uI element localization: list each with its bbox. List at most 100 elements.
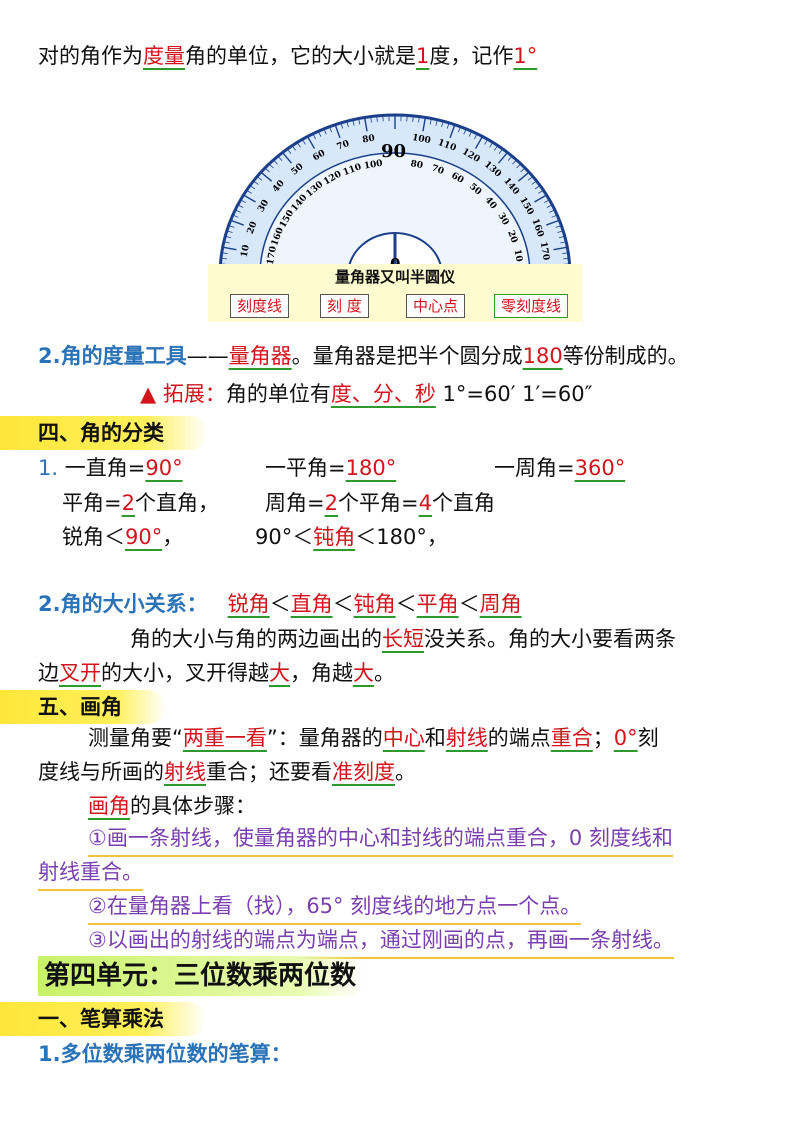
scale-tick	[312, 133, 317, 140]
item-number: 1.	[38, 456, 59, 480]
scale-tick	[512, 159, 517, 165]
scale-tick	[317, 131, 322, 137]
scale-tick	[560, 241, 567, 244]
scale-tick	[260, 171, 273, 182]
scale-tick	[516, 163, 522, 169]
intro-line: 对的角作为度量角的单位，它的大小就是1度，记作1°	[38, 40, 537, 72]
scale-tick	[446, 122, 450, 129]
scale-tick	[286, 148, 292, 154]
steps-intro: 画角的具体步骤：	[88, 790, 256, 822]
keyword: 量角器	[228, 344, 292, 368]
keyword: 大	[353, 661, 374, 685]
scale-tick	[352, 119, 355, 126]
text: ，	[162, 525, 184, 549]
outer-scale-label: 70	[336, 139, 351, 153]
text: 的端点	[487, 726, 551, 750]
classify-line-3: 锐角＜90°，	[62, 521, 183, 553]
keyword: 画角	[88, 794, 130, 818]
text: 。	[395, 760, 416, 784]
tag-zero-line: 零刻度线	[494, 294, 569, 318]
scale-tick	[232, 214, 239, 218]
text: 个直角	[431, 491, 495, 515]
tag-center-point: 中心点	[406, 294, 466, 318]
keyword: 中心	[382, 726, 425, 750]
center-label-90: 90	[381, 141, 406, 162]
unit-title: 第四单元：三位数乘两位数	[38, 956, 363, 996]
keyword: 360°	[574, 456, 626, 480]
text: ”：量角器的	[266, 726, 383, 750]
text: 。量角器是把半个圆分成	[291, 344, 523, 368]
scale-tick	[223, 241, 230, 244]
text: ＜	[458, 592, 480, 616]
scale-tick	[517, 171, 530, 182]
scale-tick	[449, 124, 456, 139]
keyword: 直角	[290, 592, 333, 616]
keyword: 钝角	[353, 592, 396, 616]
text: 个平角=	[337, 491, 419, 515]
keyword: 射线	[445, 726, 488, 750]
scale-tick	[498, 148, 504, 154]
scale-tick	[277, 155, 283, 161]
scale-tick	[546, 204, 553, 208]
scale-tick	[296, 142, 301, 148]
keyword: 两重一看	[182, 726, 267, 750]
text: ，角越	[290, 661, 353, 685]
text: ；	[592, 726, 614, 750]
scale-tick	[555, 225, 562, 228]
text: 周角=	[265, 491, 325, 515]
scale-tick	[376, 115, 378, 122]
keyword: 90°	[125, 525, 163, 549]
keyword: 0°	[613, 726, 638, 750]
section-heading: 2.角的度量工具	[38, 344, 187, 368]
text: 90°＜	[255, 525, 314, 549]
scale-tick	[306, 136, 316, 149]
scale-tick	[273, 159, 278, 165]
tag-scale: 刻 度	[320, 294, 369, 318]
scale-tick	[363, 117, 368, 132]
outer-scale-label: 10	[240, 244, 252, 258]
text: ＜	[332, 592, 354, 616]
text: ＜180°，	[355, 525, 448, 549]
scale-tick	[281, 151, 293, 164]
keyword: 周角	[479, 592, 522, 616]
scale-tick	[441, 121, 444, 128]
keyword: 180	[522, 344, 563, 368]
classify-straight: 一平角=180°	[265, 452, 396, 484]
keyword: 度、分、秒	[330, 382, 436, 406]
scale-tick	[544, 199, 550, 204]
text: ＜	[269, 592, 291, 616]
scale-tick	[546, 219, 560, 226]
text: 一平角=	[265, 456, 346, 480]
scale-tick	[246, 189, 252, 194]
scale-tick	[534, 194, 547, 203]
text: 角的大小与角的两边画出的	[130, 627, 382, 651]
heading-written-multiplication: 一、笔算乘法	[0, 1002, 206, 1036]
keyword: 射线	[164, 760, 206, 784]
keyword: 90°	[145, 456, 183, 480]
text: ＜	[395, 592, 417, 616]
paragraph-line-1: 角的大小与角的两边画出的长短没关系。角的大小要看两条	[130, 623, 676, 655]
scale-tick	[507, 155, 513, 161]
section-heading: 1.多位数乘两位数的笔算：	[38, 1042, 292, 1066]
scale-tick	[329, 126, 333, 133]
scale-tick	[264, 167, 270, 173]
outer-scale-label: 20	[246, 220, 260, 235]
keyword: 准刻度	[332, 760, 395, 784]
scale-tick	[243, 194, 256, 203]
size-relation-line: 2.角的大小关系： 锐角＜直角＜钝角＜平角＜周角	[38, 588, 522, 620]
scale-tick	[534, 185, 541, 190]
scale-tick	[253, 180, 259, 185]
scale-tick	[237, 204, 244, 208]
keyword: 锐角	[227, 592, 270, 616]
text: 测量角要“	[88, 726, 183, 750]
scale-tick	[473, 133, 478, 140]
scale-tick	[334, 124, 341, 139]
tag-scale-line: 刻度线	[230, 294, 290, 318]
scale-tick	[228, 225, 235, 228]
scale-tick	[457, 126, 461, 133]
classify-line-2: 平角=2个直角，	[62, 487, 219, 519]
scale-tick	[301, 139, 306, 145]
scale-tick	[484, 139, 489, 145]
scale-tick	[531, 180, 537, 185]
scale-tick	[429, 118, 432, 125]
